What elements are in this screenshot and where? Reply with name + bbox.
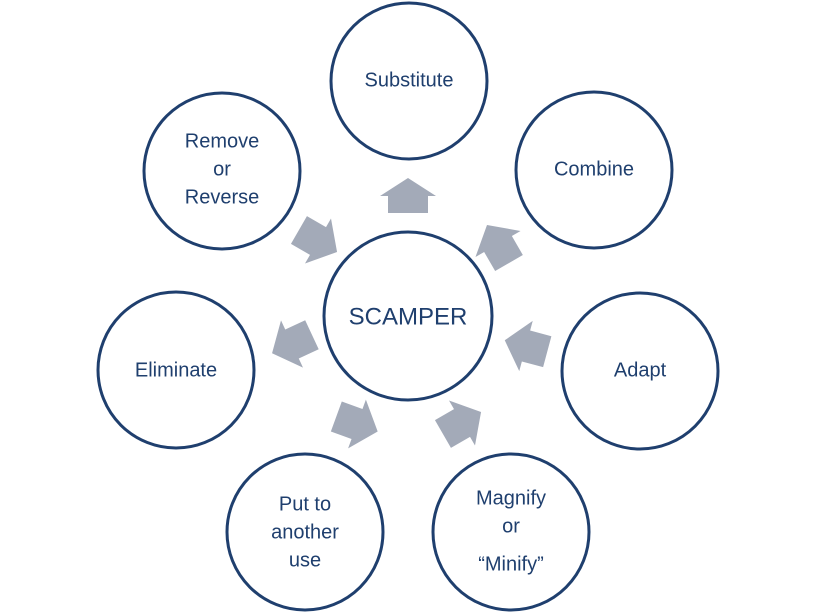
remove-label-line-3: Reverse — [185, 186, 259, 208]
put-label-line-3: use — [289, 549, 321, 571]
center-label: SCAMPER — [349, 303, 468, 330]
center-node: SCAMPER — [322, 230, 494, 402]
magnify-label-line-3: “Minify” — [478, 553, 544, 575]
node-combine: Combine — [514, 90, 674, 250]
remove-label-line-1: Remove — [185, 130, 259, 152]
adapt-label: Adapt — [614, 359, 667, 381]
node-remove-or-reverse: Remove or Reverse — [142, 91, 302, 251]
arrows — [272, 178, 552, 449]
eliminate-label: Eliminate — [135, 359, 217, 381]
node-eliminate: Eliminate — [96, 290, 256, 450]
arrow-to-adapt — [504, 320, 552, 372]
magnify-label-line-1: Magnify — [476, 487, 546, 509]
arrow-to-magnify — [434, 400, 482, 448]
arrow-to-remove-or-reverse — [290, 216, 338, 264]
magnify-label-line-2: or — [502, 515, 520, 537]
remove-label-line-2: or — [213, 158, 231, 180]
put-label-line-1: Put to — [279, 493, 331, 515]
substitute-label: Substitute — [365, 69, 454, 91]
combine-label: Combine — [554, 158, 634, 180]
node-adapt: Adapt — [560, 291, 720, 451]
arrow-to-eliminate — [272, 320, 319, 368]
arrow-to-substitute — [380, 178, 436, 213]
node-substitute: Substitute — [329, 1, 489, 161]
node-put-to-another-use: Put to another use — [225, 452, 385, 612]
put-label-line-2: another — [271, 521, 339, 543]
arrow-to-put-to-another-use — [330, 399, 378, 449]
arrow-to-combine — [475, 224, 523, 272]
node-magnify-or-minify: Magnify or “Minify” — [431, 452, 591, 612]
